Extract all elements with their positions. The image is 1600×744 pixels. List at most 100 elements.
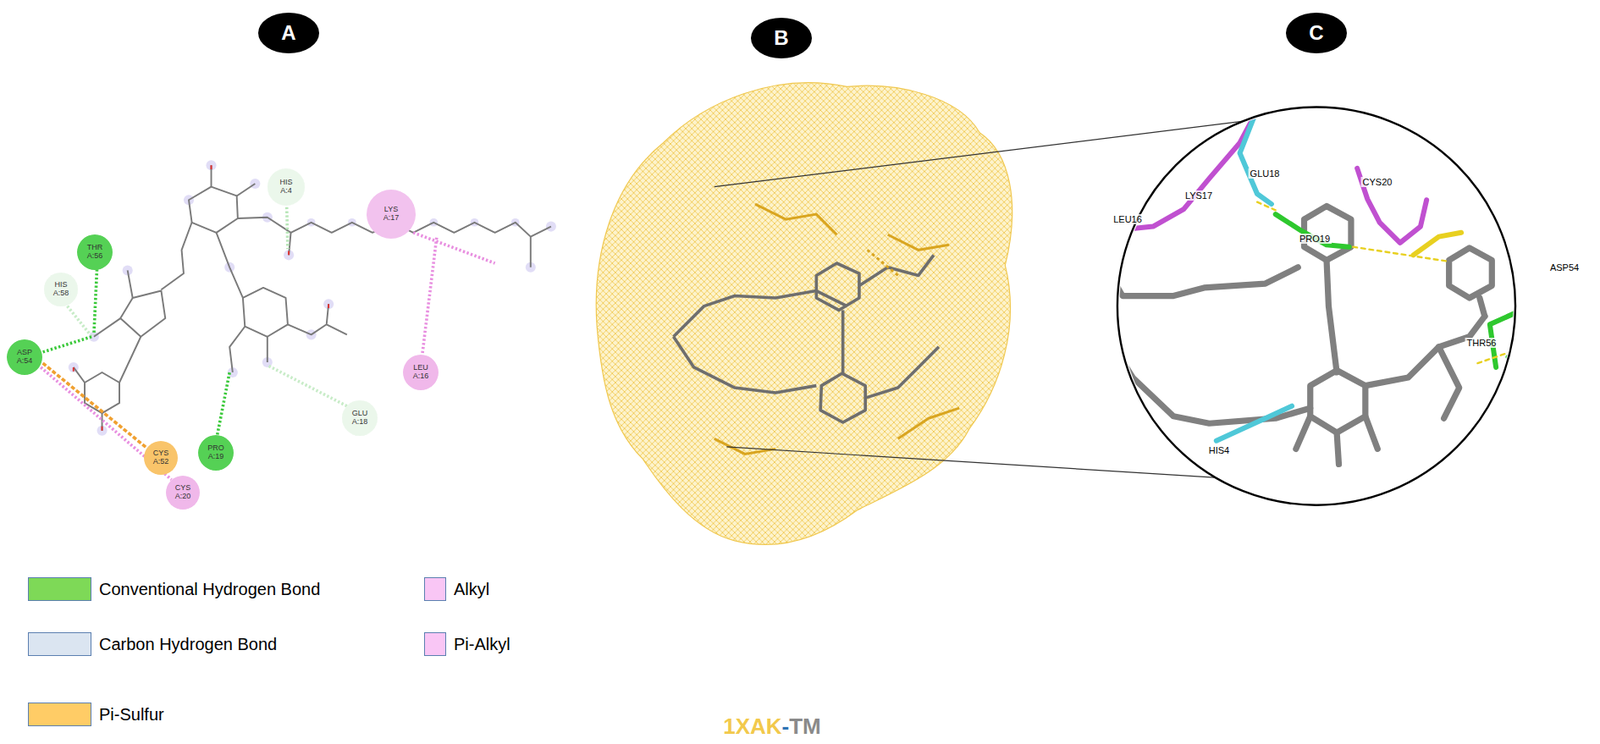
ligand-sticks	[673, 254, 939, 423]
ligand-sticks	[865, 347, 939, 398]
caption-part: 1XAK	[722, 713, 782, 740]
residue-label: LEU16	[1111, 214, 1144, 225]
residue-sticks	[1412, 232, 1462, 256]
residue-circle: HIS A:58	[44, 272, 78, 307]
legend-text: Pi-Alkyl	[453, 634, 511, 655]
residue-label: THR56	[1465, 337, 1499, 348]
residue-name: CYS A:20	[170, 484, 196, 502]
panel-tag: C	[1285, 12, 1347, 54]
residue-circle: LYS A:17	[366, 189, 416, 239]
residue-circle: ASP A:54	[6, 339, 43, 376]
zoom-circle	[1117, 107, 1516, 506]
ligand-sticks	[1102, 259, 1298, 296]
residue-sticks	[888, 234, 949, 250]
interaction-line	[422, 237, 437, 354]
panel-letter: B	[773, 26, 789, 50]
residue-circle: PRO A:19	[198, 435, 234, 471]
interaction-line	[413, 232, 495, 264]
residue-sticks	[714, 438, 776, 454]
residue-sticks	[714, 204, 960, 454]
residue-sticks	[1275, 214, 1554, 380]
ligand-sticks	[816, 263, 860, 310]
protein-surface	[595, 82, 1012, 546]
ligand-sticks	[820, 373, 866, 423]
ligand-sticks	[1296, 416, 1378, 465]
ligand-sticks	[859, 254, 934, 286]
residue-sticks	[1240, 114, 1272, 205]
legend-text: Conventional Hydrogen Bond	[99, 579, 320, 600]
caption: 1XAK-TM	[722, 713, 822, 740]
panel-tag: B	[750, 17, 812, 59]
residue-sticks	[1081, 286, 1101, 307]
atom-halo	[68, 160, 557, 436]
residue-sticks	[1216, 406, 1292, 442]
ligand-structure	[287, 303, 348, 335]
residue-label: HIS4	[1207, 445, 1231, 456]
residue-name: ASP A:54	[11, 348, 38, 366]
residue-sticks	[1081, 114, 1427, 307]
interaction-line	[93, 269, 98, 335]
ligand-sticks	[1365, 316, 1485, 387]
residue-name: LYS A:17	[378, 205, 404, 223]
residue-label: LYS17	[1183, 190, 1214, 201]
interaction-line	[286, 207, 288, 249]
zoom-line	[726, 446, 1214, 478]
atom-marker	[73, 165, 329, 431]
ligand-structure	[211, 165, 256, 196]
residue-label: CYS20	[1361, 176, 1395, 188]
ligand-sticks	[1092, 205, 1493, 464]
ligand-sticks	[1310, 370, 1366, 434]
hydrogen-bond	[1257, 202, 1276, 211]
residue-name: HIS A:4	[273, 178, 299, 196]
residue-name: PRO A:19	[203, 444, 229, 462]
legend-swatch	[424, 632, 447, 657]
hydrogen-bond	[1257, 202, 1511, 364]
legend-text: Pi-Sulfur	[99, 705, 165, 725]
illustration	[40, 82, 1553, 546]
ligand-sticks	[1326, 259, 1337, 373]
residue-circle: CYS A:20	[165, 475, 200, 510]
interaction-line	[40, 207, 495, 480]
legend-swatch	[27, 702, 92, 727]
legend-text: Carbon Hydrogen Bond	[99, 634, 277, 655]
residue-sticks	[898, 408, 960, 439]
illustration	[1081, 114, 1554, 464]
residue-name: LEU A:16	[408, 364, 434, 381]
residue-sticks	[755, 204, 837, 235]
residue-sticks	[1489, 237, 1554, 368]
panel-letter: A	[281, 21, 296, 45]
ligand-structure	[291, 222, 552, 268]
ligand-sticks	[1449, 248, 1493, 298]
ligand-structure	[229, 326, 268, 373]
ligand-sticks	[841, 309, 845, 374]
residue-name: HIS A:58	[48, 281, 74, 298]
legend-text: Alkyl	[453, 579, 490, 600]
caption-part: -	[782, 713, 790, 740]
residue-circle: HIS A:4	[267, 168, 305, 206]
interaction-line	[267, 365, 348, 407]
interaction-line	[67, 306, 93, 337]
ligand-sticks	[1439, 297, 1485, 419]
ligand-structure	[160, 222, 192, 291]
interaction-line	[43, 336, 93, 353]
panel-letter: C	[1308, 21, 1324, 45]
residue-sticks	[867, 249, 899, 276]
residue-sticks	[1412, 232, 1462, 256]
residue-label: GLU18	[1248, 168, 1282, 179]
residue-sticks	[1275, 214, 1350, 248]
legend-swatch	[27, 632, 92, 657]
ligand-structure	[120, 291, 166, 337]
atom-marker	[73, 165, 329, 431]
caption-part: TM	[788, 713, 822, 740]
ligand-sticks	[1092, 259, 1108, 337]
residue-sticks	[1508, 357, 1532, 381]
residue-sticks	[1216, 114, 1292, 442]
residue-circle: GLU A:18	[342, 400, 378, 436]
ligand-structure	[188, 187, 238, 233]
hydrogen-bond	[1352, 247, 1447, 262]
residue-name: GLU A:18	[347, 409, 373, 427]
residue-label: ASP54	[1548, 262, 1581, 273]
interaction-line	[217, 372, 230, 436]
